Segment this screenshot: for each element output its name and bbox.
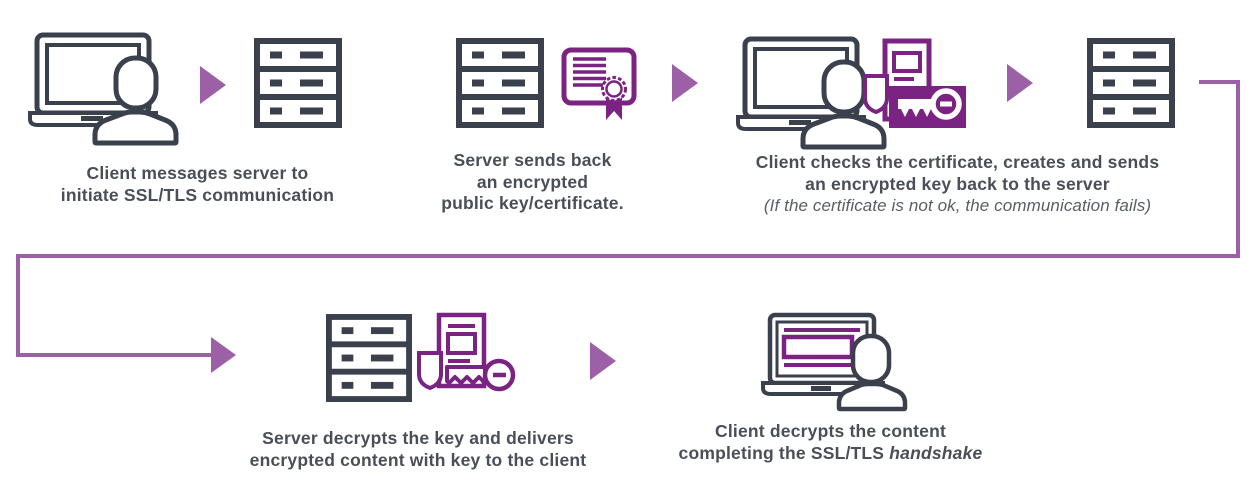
caption-text: completing the SSL/TLS — [678, 442, 890, 463]
shield-icon — [417, 351, 443, 391]
step3-caption: Client checks the certificate, creates a… — [700, 152, 1215, 217]
server-icon — [254, 38, 342, 128]
caption-note: (If the certificate is not ok, the commu… — [763, 196, 1152, 215]
server-icon — [456, 38, 544, 128]
laptop-user-content-icon — [761, 312, 908, 412]
caption-line: Client messages server to — [86, 163, 309, 183]
certificate-key-icon — [417, 312, 516, 392]
caption-line: public key/certificate. — [441, 193, 624, 213]
server-icon — [1087, 38, 1175, 128]
certificate-icon — [561, 47, 637, 120]
laptop-user-icon — [736, 36, 887, 150]
flow-arrow-icon — [590, 342, 616, 380]
caption-line: completing the SSL/TLS handshake — [648, 443, 1013, 465]
laptop-user-icon — [28, 32, 179, 146]
caption-line: Server decrypts the key and delivers — [262, 428, 574, 448]
flow-arrow-icon — [200, 66, 226, 104]
step2-caption: Server sends back an encrypted public ke… — [425, 150, 640, 215]
flow-arrow-icon — [672, 64, 698, 102]
caption-line: an encrypted — [476, 171, 589, 192]
shield-icon — [863, 74, 889, 115]
caption-line: Server sends back — [453, 150, 612, 170]
server-icon — [326, 314, 412, 402]
caption-italic-word: handshake — [889, 442, 983, 463]
caption-line: initiate SSL/TLS communication — [60, 184, 335, 205]
step4-caption: Server decrypts the key and delivers enc… — [222, 428, 614, 471]
caption-line: Client decrypts the content — [715, 421, 946, 441]
caption-line: an encrypted key back to the server — [805, 173, 1110, 194]
step1-caption: Client messages server to initiate SSL/T… — [10, 163, 385, 206]
step5-caption: Client decrypts the content completing t… — [648, 421, 1013, 464]
certificate-encrypted-key-icon — [863, 38, 966, 128]
flow-arrow-icon — [1007, 64, 1033, 102]
caption-line: encrypted content with key to the client — [249, 449, 587, 470]
caption-line: Client checks the certificate, creates a… — [755, 152, 1160, 172]
